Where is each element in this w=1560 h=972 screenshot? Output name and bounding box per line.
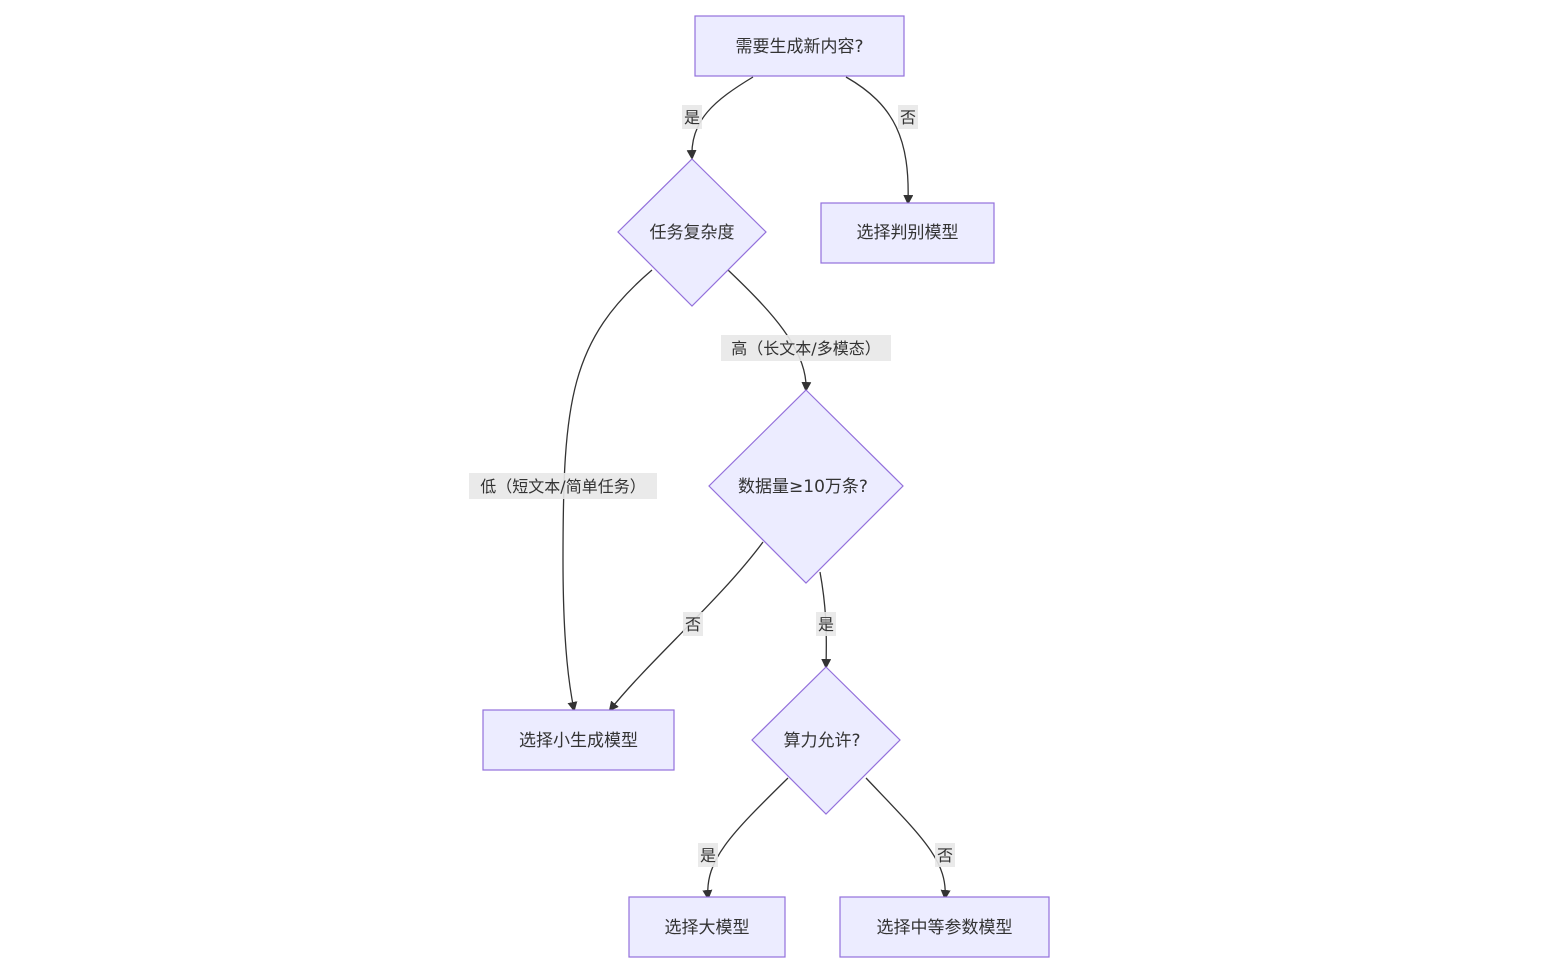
node-need-generate: 需要生成新内容?	[694, 15, 905, 77]
node-discriminative: 选择判别模型	[820, 202, 995, 264]
edge-label-data-yes-text: 是	[818, 615, 834, 634]
edge-label-need-yes: 是	[682, 105, 702, 129]
edge-label-compute-yes: 是	[698, 843, 718, 867]
node-data-volume: 数据量≥10万条?	[708, 389, 904, 584]
edge-label-need-no: 否	[898, 105, 918, 129]
edge-complexity-to-data	[727, 269, 812, 392]
node-task-complexity-text: 任务复杂度	[650, 223, 735, 243]
edge-label-complexity-low-text: 低（短文本/简单任务）	[480, 477, 645, 496]
node-small-gen: 选择小生成模型	[482, 709, 675, 771]
edge-label-data-no: 否	[683, 612, 703, 636]
edge-label-compute-yes-text: 是	[700, 846, 716, 865]
edge-compute-to-large	[702, 777, 789, 900]
node-medium-model: 选择中等参数模型	[839, 896, 1050, 958]
node-compute-ok: 算力允许?	[751, 666, 901, 815]
node-need-generate-text: 需要生成新内容?	[735, 37, 863, 57]
edge-label-compute-no: 否	[935, 843, 955, 867]
node-small-gen-text: 选择小生成模型	[519, 731, 638, 751]
node-discriminative-text: 选择判别模型	[857, 223, 959, 243]
edge-label-compute-no-text: 否	[937, 846, 953, 865]
edge-label-complexity-high: 高（长文本/多模态）	[721, 335, 891, 361]
edge-need-to-complexity	[686, 76, 754, 160]
edge-label-complexity-high-text: 高（长文本/多模态）	[731, 339, 880, 358]
edge-label-need-yes-text: 是	[684, 108, 700, 127]
edge-label-need-no-text: 否	[900, 108, 916, 127]
node-compute-ok-text: 算力允许?	[783, 731, 860, 751]
node-large-model-text: 选择大模型	[665, 918, 750, 938]
edge-label-data-no-text: 否	[685, 615, 701, 634]
node-medium-model-text: 选择中等参数模型	[877, 918, 1013, 938]
edge-label-complexity-low: 低（短文本/简单任务）	[469, 473, 657, 499]
node-large-model: 选择大模型	[628, 896, 786, 958]
edge-label-data-yes: 是	[816, 612, 836, 636]
node-data-volume-text: 数据量≥10万条?	[738, 477, 868, 497]
edge-complexity-to-small	[562, 269, 653, 712]
node-task-complexity: 任务复杂度	[617, 158, 767, 307]
edge-compute-to-medium	[865, 777, 951, 900]
edge-need-to-discriminative	[845, 76, 914, 205]
